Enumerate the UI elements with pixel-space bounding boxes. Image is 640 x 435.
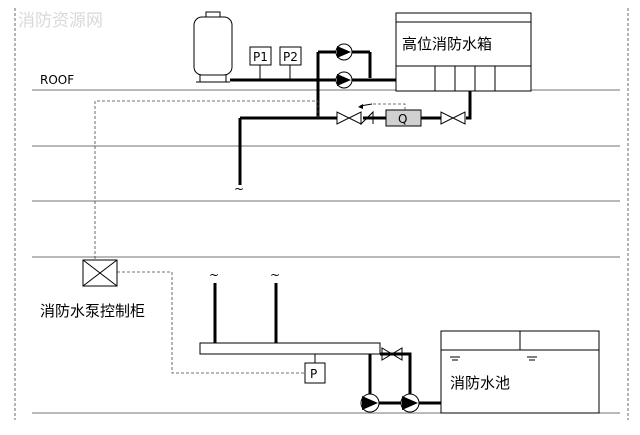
gauge-p2-label: P2	[283, 50, 298, 64]
control-pressure-line	[117, 271, 305, 374]
fire-water-pool: 消防水池	[440, 330, 600, 414]
pump-upper-icon	[335, 43, 353, 61]
flow-meter-label: Q	[398, 112, 407, 126]
pump-discharge-pipe	[368, 352, 412, 394]
pressure-switch: P	[304, 362, 326, 384]
gate-valve-lower-icon	[381, 347, 403, 361]
flow-meter-bypass	[373, 103, 406, 110]
watermark-text: 消防资源网	[18, 11, 103, 31]
check-valve-icon	[358, 103, 374, 126]
stabilizer-loop-pipe	[316, 50, 396, 118]
pressure-tank	[193, 11, 233, 83]
control-signal-line	[94, 100, 319, 260]
gauge-p1: P1	[249, 46, 272, 80]
high-level-water-tank: 高位消防水箱	[395, 12, 532, 92]
gauge-p1-label: P1	[253, 50, 268, 64]
pressure-switch-label: P	[310, 367, 317, 381]
gate-valve-right-icon	[440, 111, 466, 125]
svg-text:~: ~	[209, 268, 219, 282]
gate-valve-icon	[336, 111, 362, 125]
high-tank-label: 高位消防水箱	[402, 35, 492, 53]
pump-control-cabinet: 消防水泵控制柜	[40, 259, 145, 320]
gauge-p2: P2	[279, 46, 302, 80]
svg-text:~: ~	[270, 268, 280, 282]
water-header-pipe	[199, 342, 381, 355]
pool-label: 消防水池	[450, 374, 510, 392]
fire-pump-2-icon	[400, 393, 420, 413]
control-cabinet-label: 消防水泵控制柜	[40, 302, 145, 320]
flow-meter: Q	[385, 109, 422, 127]
tank-outlet-pipe	[466, 91, 472, 120]
fire-pump-1-icon	[360, 393, 380, 413]
svg-text:~: ~	[234, 182, 244, 196]
roof-label: ROOF	[40, 73, 74, 87]
pump-lower-icon	[335, 71, 353, 89]
